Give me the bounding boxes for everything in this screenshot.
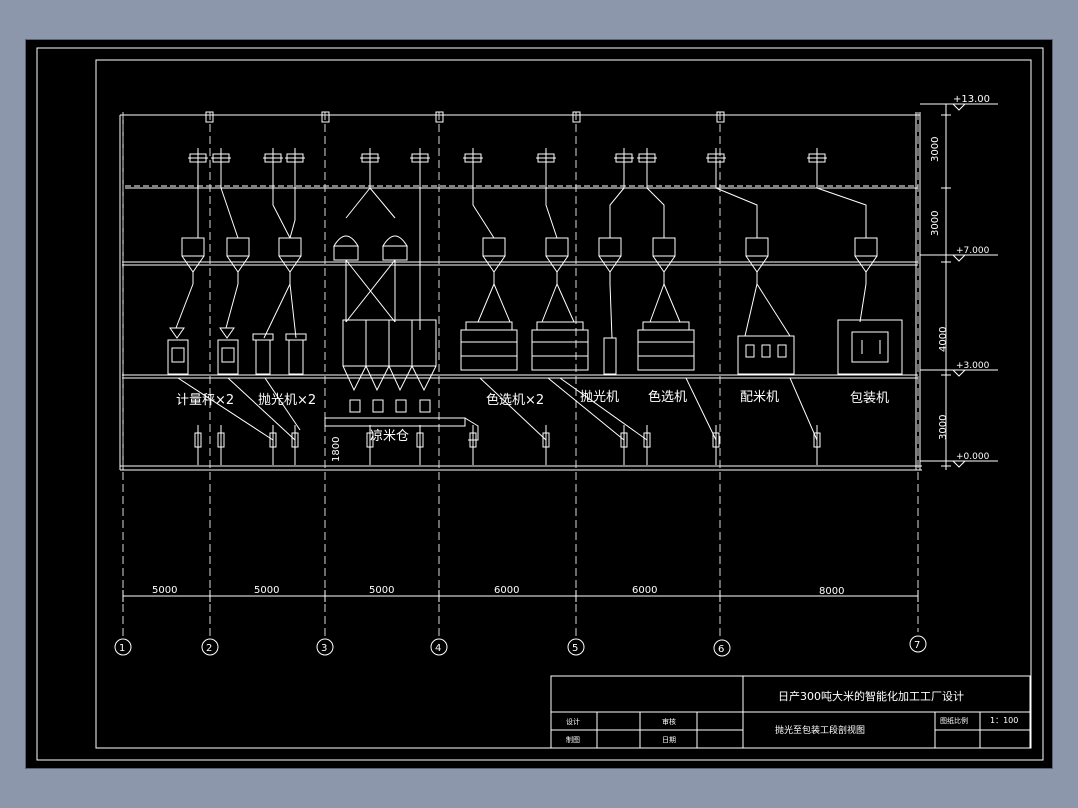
drawing-title: 抛光至包装工段剖视图 — [775, 724, 865, 736]
floor-height-second: 3000 — [930, 211, 941, 236]
axis-bubbles — [114, 635, 927, 657]
column-caps — [205, 111, 725, 123]
label-rice-blender: 配米机 — [740, 390, 779, 405]
span-6-7: 8000 — [819, 586, 844, 597]
label-scale-weigher: 计量秤×2 — [176, 393, 234, 408]
top-fan-units — [188, 148, 827, 188]
span-2-3: 5000 — [254, 585, 279, 596]
ground-floor-legs — [177, 377, 821, 465]
axis-5: 5 — [572, 643, 578, 654]
section-drawing: +13.00 +7.000 +3.000 +0.000 3000 3000 40… — [36, 47, 1044, 761]
axis-2: 2 — [206, 643, 212, 654]
floor-height-first: 4000 — [938, 327, 949, 352]
drawing-label: 制图 — [566, 735, 580, 744]
review-label: 审核 — [662, 717, 676, 726]
polishers-pair — [252, 333, 307, 375]
label-color-sorter: 色选机 — [648, 389, 687, 405]
scale-value: 1：100 — [990, 716, 1018, 725]
air-ducts — [197, 187, 867, 330]
design-label: 设计 — [566, 717, 580, 726]
elevation-7: +7.000 — [956, 246, 990, 256]
label-polisher-2: 抛光机×2 — [258, 393, 316, 408]
axis-6: 6 — [718, 644, 724, 655]
hopper-units — [181, 235, 878, 284]
label-cooling-bin: 凉米仓 — [370, 429, 409, 444]
date-label: 日期 — [662, 736, 676, 744]
color-sorters — [460, 321, 695, 375]
elevation-markers — [920, 103, 998, 470]
label-polisher: 抛光机 — [580, 390, 619, 405]
span-5-6: 6000 — [632, 585, 657, 596]
floor-height-ground: 3000 — [938, 415, 949, 440]
span-1-2: 5000 — [152, 585, 177, 596]
weighers — [167, 327, 239, 375]
chutes — [175, 259, 867, 339]
rice-blender-machine — [737, 335, 795, 375]
packing-machine — [837, 319, 903, 375]
cad-viewport[interactable]: +13.00 +7.000 +3.000 +0.000 3000 3000 40… — [26, 40, 1052, 768]
span-4-5: 6000 — [494, 585, 519, 596]
floor-height-top: 3000 — [930, 137, 941, 162]
axis-4: 4 — [435, 643, 441, 654]
outer-frame — [36, 47, 1044, 761]
height-dimension: 1800 — [331, 437, 342, 462]
axis-3: 3 — [321, 643, 327, 654]
span-3-4: 5000 — [369, 585, 394, 596]
cooling-bin — [324, 319, 479, 441]
label-packer: 包装机 — [850, 391, 889, 406]
elevation-3: +3.000 — [956, 361, 990, 371]
title-block-frame — [550, 675, 1031, 749]
label-color-sorter-2: 色选机×2 — [486, 392, 544, 408]
inner-frame — [95, 59, 1032, 749]
project-title: 日产300吨大米的智能化加工工厂设计 — [778, 689, 964, 703]
grid-axes — [122, 112, 919, 636]
elevation-13: +13.00 — [953, 94, 990, 105]
span-dimension-line — [122, 590, 919, 602]
axis-7: 7 — [914, 640, 920, 651]
scale-label: 图纸比例 — [940, 716, 968, 725]
elevation-0: +0.000 — [956, 452, 990, 462]
axis-1: 1 — [119, 643, 125, 654]
